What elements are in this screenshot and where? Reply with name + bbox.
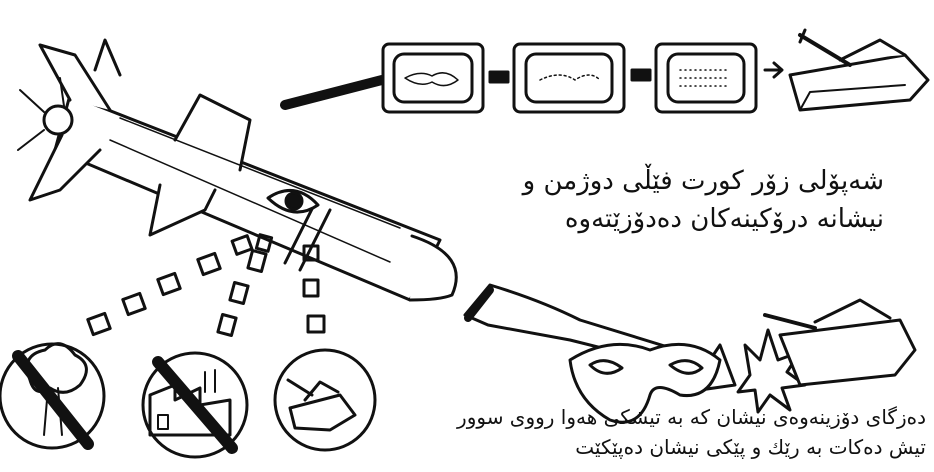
caption-bottom: دەزگای دۆزینەوەی نیشان کە بە تیشکی هەوا … xyxy=(457,402,926,462)
eye-icon xyxy=(266,189,320,214)
caption-bottom-line2: تیش دەکات بە رێك و پێکی نیشان دەپێکێت xyxy=(575,435,926,459)
target-circle xyxy=(273,348,377,452)
monitor-icon xyxy=(512,42,626,114)
connector xyxy=(630,68,652,82)
mask-icon xyxy=(568,342,722,424)
caption-top-line1: شەپۆلی زۆر کورت فێڵی دوژمن و xyxy=(522,166,884,196)
explosion-icon xyxy=(736,328,807,414)
prohibited-icon xyxy=(141,351,249,459)
monitor-icon xyxy=(381,42,485,114)
factory-icon xyxy=(148,369,232,437)
caption-bottom-line1: دەزگای دۆزینەوەی نیشان کە بە تیشکی هەوا … xyxy=(457,405,926,429)
arrow-icon xyxy=(763,61,784,79)
missile-icon xyxy=(17,38,458,302)
tank-icon xyxy=(763,298,917,387)
prohibited-icon xyxy=(0,342,106,450)
pulse-squares xyxy=(86,233,326,338)
monitor-icon xyxy=(654,42,758,114)
connector xyxy=(488,70,510,84)
tank-icon xyxy=(788,28,930,112)
caption-top: شەپۆلی زۆر کورت فێڵی دوژمن و نیشانە درۆک… xyxy=(523,162,884,238)
caption-top-line2: نیشانە درۆکینەکان دەدۆزێتەوە xyxy=(564,204,884,234)
signal-path xyxy=(280,75,387,110)
tank-icon xyxy=(286,378,357,432)
